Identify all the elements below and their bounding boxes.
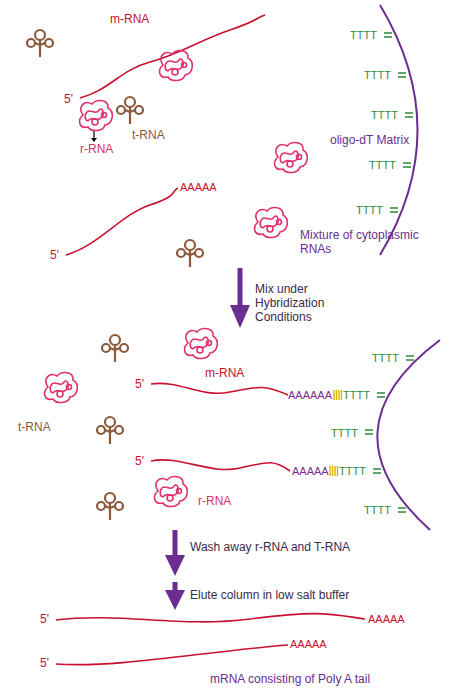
matrix-label: oligo-dT Matrix	[330, 133, 409, 147]
poly-a-label: AAAAA	[180, 180, 217, 194]
step-label: Mix under Hybridization Conditions	[255, 282, 355, 324]
rrna-shape	[275, 143, 308, 173]
step-arrow	[230, 268, 250, 328]
oligo-dt-label: TTTT	[371, 108, 398, 122]
mrna-strand	[56, 645, 288, 665]
pointer-arrow	[91, 131, 97, 142]
five-prime-label: 5'	[135, 377, 144, 391]
mixture-label: Mixture of cytoplasmic RNAs	[300, 228, 435, 256]
step-arrow	[165, 530, 185, 576]
oligo-dt-label: TTTT	[331, 426, 358, 440]
oligo-dt-label: TTTT	[356, 203, 383, 217]
rrna-shape	[155, 477, 188, 507]
oligo-dt-label: TTTT	[364, 503, 391, 517]
mrna-strand	[80, 15, 265, 98]
rrna-label: r-RNA	[198, 494, 231, 508]
step-arrow	[165, 582, 185, 610]
poly-a-label: AAAAAA	[288, 388, 332, 402]
trna-shape	[117, 97, 143, 124]
oligo-dt-matrix	[380, 5, 418, 255]
oligo-dt-label: TTTT	[350, 28, 377, 42]
poly-a-label: AAAAA	[290, 637, 327, 651]
rrna-shape	[255, 208, 288, 238]
rrna-shape	[160, 51, 193, 81]
five-prime-label: 5'	[50, 248, 59, 262]
mrna-label: m-RNA	[205, 366, 244, 380]
mrna-strand	[56, 614, 365, 622]
mrna-strand	[151, 383, 288, 395]
mrna-label: m-RNA	[110, 12, 149, 26]
trna-label: t-RNA	[132, 128, 165, 142]
poly-a-label: AAAAA	[368, 612, 405, 626]
rrna-shape	[185, 329, 218, 359]
trna-shape	[97, 493, 123, 520]
trna-shape	[27, 30, 53, 57]
mrna-strand	[151, 460, 290, 471]
trna-shape	[102, 335, 128, 362]
poly-a-label: AAAAA	[292, 464, 329, 478]
five-prime-label: 5'	[40, 612, 49, 626]
five-prime-label: 5'	[135, 454, 144, 468]
step-label: Wash away r-RNA and T-RNA	[190, 540, 350, 554]
oligo-dt-matrix	[377, 340, 440, 530]
five-prime-label: 5'	[40, 656, 49, 670]
mrna-strand	[66, 188, 178, 255]
matrix-ticks	[365, 356, 414, 512]
rrna-label: r-RNA	[80, 142, 113, 156]
five-prime-label: 5'	[64, 92, 73, 106]
step-label: Elute column in low salt buffer	[190, 588, 349, 602]
oligo-dt-label: TTTT	[339, 464, 366, 478]
matrix-ticks	[384, 33, 413, 212]
trna-label: t-RNA	[18, 420, 51, 434]
trna-shape	[97, 417, 123, 444]
oligo-dt-label: TTTT	[364, 68, 391, 82]
oligo-dt-label: TTTT	[372, 351, 399, 365]
oligo-dt-label: TTTT	[343, 388, 370, 402]
trna-shape	[177, 240, 203, 267]
rrna-shape	[80, 101, 113, 131]
oligo-dt-label: TTTT	[369, 158, 396, 172]
result-label: mRNA consisting of Poly A tail	[210, 672, 370, 686]
rrna-shape	[45, 373, 78, 403]
